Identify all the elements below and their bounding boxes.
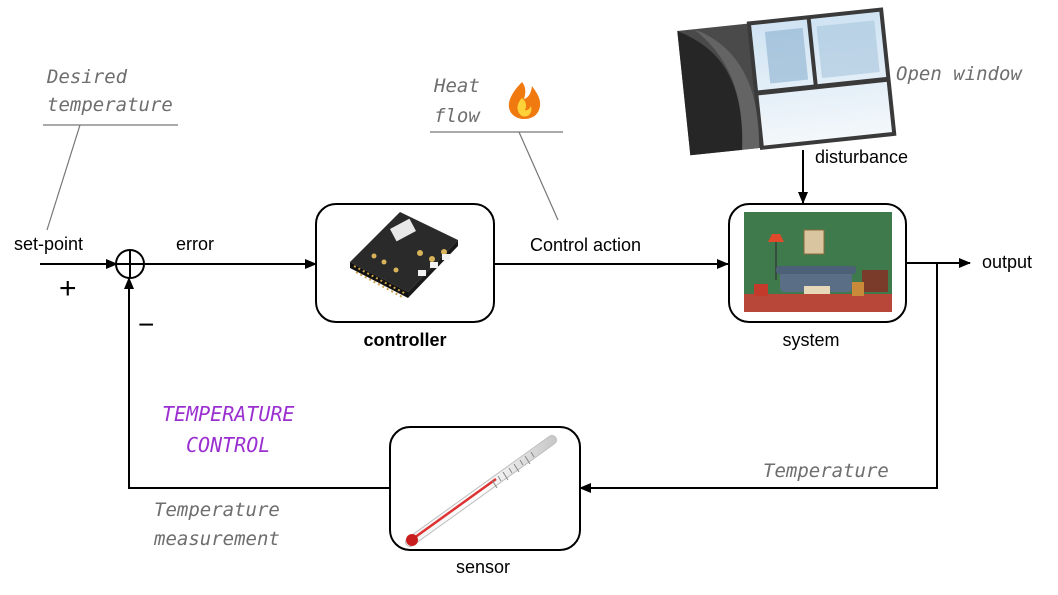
- open-window-photo: [677, 7, 897, 156]
- temperature-note: Temperature: [763, 460, 889, 482]
- diagram-title-line1: TEMPERATURE: [162, 402, 294, 426]
- circuit-board-icon: [350, 212, 458, 299]
- heat-flow-note-line2: flow: [434, 105, 481, 127]
- desired-temperature-leader: [46, 124, 81, 231]
- heat-flow-note-line1: Heat: [433, 75, 480, 97]
- temperature-measurement-note-line2: measurement: [153, 528, 280, 550]
- sensor-label: sensor: [456, 557, 510, 577]
- heat-flow-leader: [518, 131, 559, 221]
- plus-sign: +: [59, 272, 77, 305]
- thermometer-icon: [405, 435, 557, 547]
- set-point-label: set-point: [14, 234, 83, 254]
- open-window-note: Open window: [896, 63, 1023, 85]
- output-label: output: [982, 252, 1032, 272]
- system-label: system: [782, 330, 839, 350]
- living-room-photo: [744, 212, 892, 312]
- diagram-title-line2: CONTROL: [186, 433, 270, 457]
- controller-label: controller: [363, 330, 446, 350]
- control-action-label: Control action: [530, 235, 641, 255]
- summing-junction: [115, 249, 145, 279]
- desired-temperature-note-line2: temperature: [47, 94, 173, 116]
- disturbance-label: disturbance: [815, 147, 908, 167]
- minus-sign: −: [138, 309, 154, 340]
- temperature-feedback-arrow: [579, 263, 938, 493]
- flame-icon: [508, 82, 541, 120]
- temperature-measurement-note-line1: Temperature: [154, 499, 280, 521]
- measurement-feedback-arrow: [124, 277, 390, 489]
- desired-temperature-note-line1: Desired: [46, 66, 128, 88]
- error-label: error: [176, 234, 214, 254]
